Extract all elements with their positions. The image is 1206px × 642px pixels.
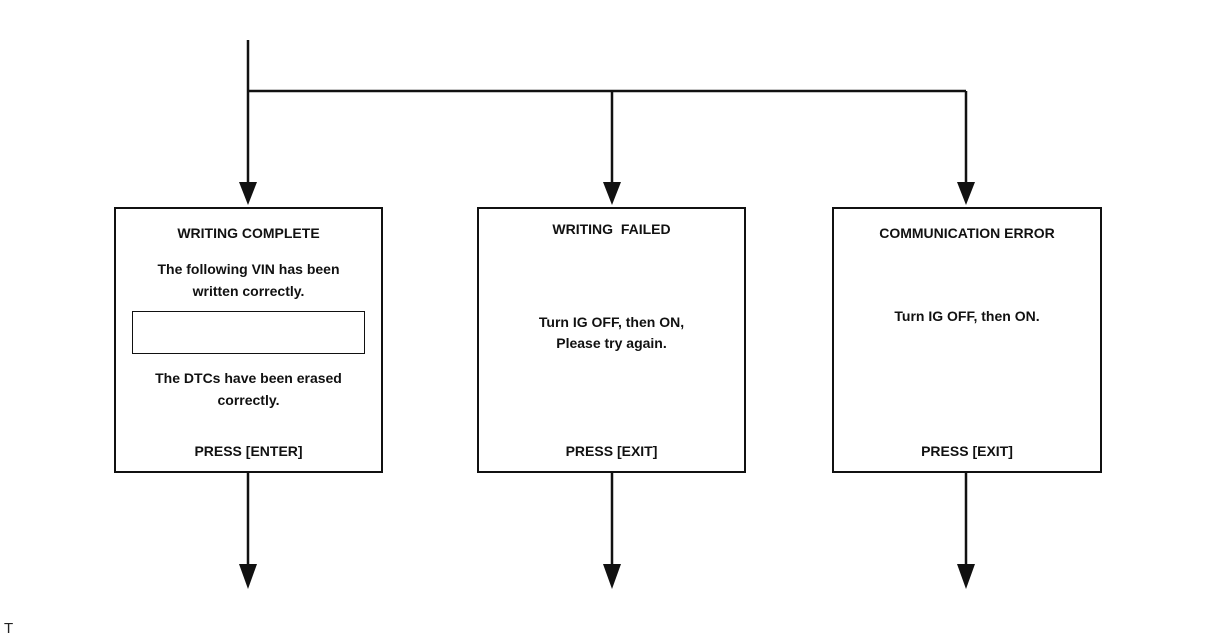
arrowhead-down <box>957 564 975 589</box>
arrowhead-down <box>239 564 257 589</box>
screen-action: PRESS [EXIT] <box>921 443 1013 459</box>
arrowhead-down <box>603 182 621 205</box>
screen-message: Turn IG OFF, then ON. <box>894 308 1040 324</box>
screen-title: WRITING FAILED <box>552 221 671 237</box>
writing-complete-screen: WRITING COMPLETE The following VIN has b… <box>114 207 383 473</box>
screen-message: written correctly. <box>192 283 305 299</box>
screen-message: Turn IG OFF, then ON, <box>538 314 685 330</box>
screen-action: PRESS [EXIT] <box>565 443 658 459</box>
writing-failed-screen: WRITING FAILED Turn IG OFF, then ON, Ple… <box>477 207 746 473</box>
vin-field <box>132 311 365 354</box>
screen-message: The following VIN has been <box>157 261 340 277</box>
screen-message: Please try again. <box>556 335 667 351</box>
arrowhead-down <box>603 564 621 589</box>
screen-note: correctly. <box>217 392 280 408</box>
arrowhead-down <box>239 182 257 205</box>
screen-note: The DTCs have been erased <box>155 370 342 386</box>
arrowhead-down <box>957 182 975 205</box>
screen-action: PRESS [ENTER] <box>194 443 303 459</box>
communication-error-screen: COMMUNICATION ERROR Turn IG OFF, then ON… <box>832 207 1102 473</box>
screen-title: WRITING COMPLETE <box>177 225 320 241</box>
corner-mark: T <box>4 620 14 637</box>
screen-title: COMMUNICATION ERROR <box>879 225 1055 241</box>
